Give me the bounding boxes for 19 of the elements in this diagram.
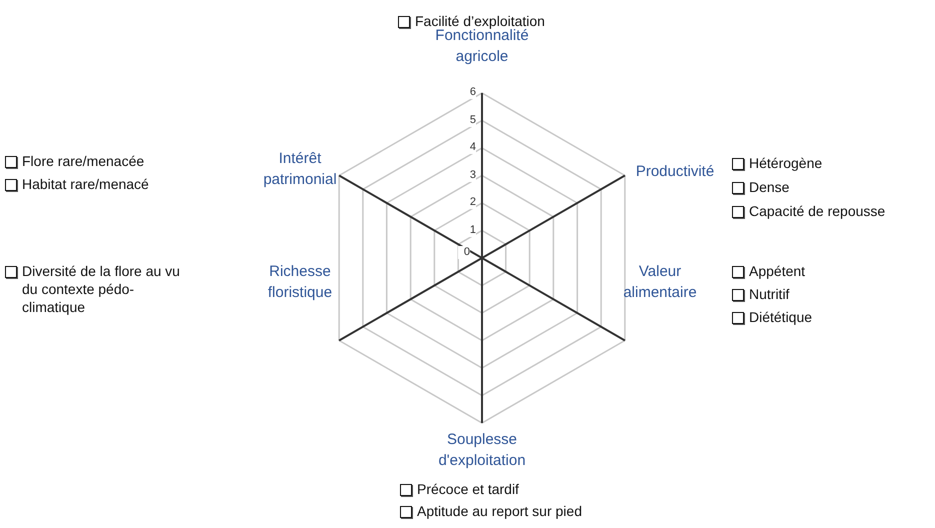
checklist-item: Diversité de la flore au vu du contexte pédo-climatique bbox=[22, 262, 181, 316]
checklist-item: Hétérogène bbox=[749, 154, 822, 172]
axis-label: Productivité bbox=[634, 162, 716, 182]
checklist-item: Facilité d’exploitation bbox=[415, 12, 545, 29]
axis-label: Souplesse d'exploitation bbox=[437, 430, 527, 471]
checklist-item: Habitat rare/menacé bbox=[22, 175, 149, 193]
checklist-item: Précoce et tardif bbox=[417, 480, 519, 498]
axis-label: Fonctionnalité agricole bbox=[434, 27, 529, 67]
checklist-item: Nutritif bbox=[749, 285, 790, 303]
axis-label: Richesse floristique bbox=[266, 262, 334, 303]
tick-label: 0 bbox=[458, 246, 470, 259]
checklist-item: Dense bbox=[749, 178, 790, 196]
checklist-item: Flore rare/menacée bbox=[22, 152, 144, 170]
checklist-item: Aptitude au report sur pied bbox=[417, 502, 582, 520]
checklist-item: Appétent bbox=[749, 262, 806, 280]
checklist-item: Diététique bbox=[749, 308, 812, 326]
checklist-item: Capacité de repousse bbox=[749, 202, 886, 220]
axis-label: Valeur alimentaire bbox=[622, 262, 698, 303]
axis-label: Intérêt patrimonial bbox=[262, 149, 338, 190]
